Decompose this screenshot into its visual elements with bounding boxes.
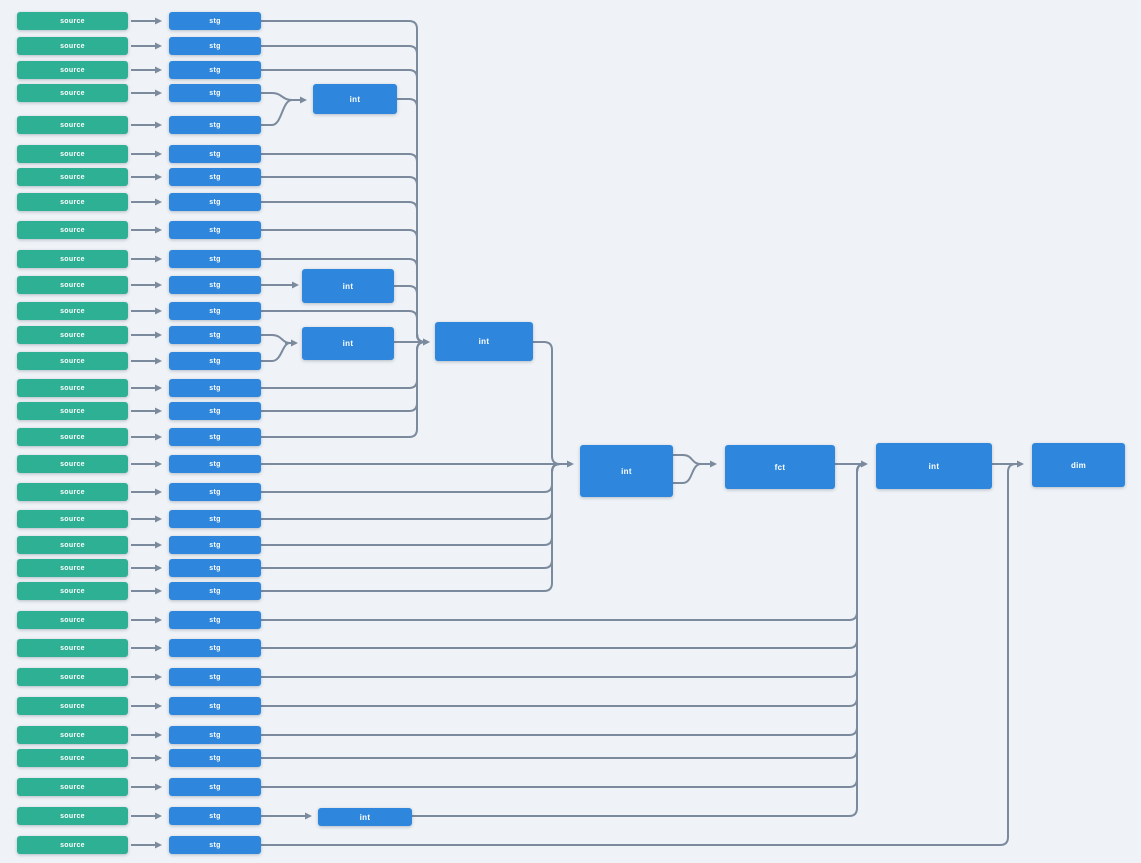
source-node-25[interactable]: source [17,639,128,657]
edge [261,99,293,126]
source-node-1[interactable]: source [17,12,128,30]
stg-node-23[interactable]: stg [169,582,261,600]
source-node-23[interactable]: source [17,582,128,600]
source-node-16[interactable]: source [17,402,128,420]
int-b-node[interactable]: int [302,269,394,303]
source-node-10[interactable]: source [17,250,128,268]
stg-node-14[interactable]: stg [169,352,261,370]
int-g-node[interactable]: int [318,808,412,826]
source-node-31[interactable]: source [17,807,128,825]
stg-node-10[interactable]: stg [169,250,261,268]
edge [397,98,426,343]
edge [261,92,293,101]
stg-node-12[interactable]: stg [169,302,261,320]
stg-node-9[interactable]: stg [169,221,261,239]
source-node-32[interactable]: source [17,836,128,854]
stg-node-1[interactable]: stg [169,12,261,30]
source-node-13[interactable]: source [17,326,128,344]
edge [261,463,561,493]
source-node-26[interactable]: source [17,668,128,686]
source-node-5[interactable]: source [17,116,128,134]
stg-node-4[interactable]: stg [169,84,261,102]
edge [261,334,291,344]
source-node-2[interactable]: source [17,37,128,55]
int-e-node[interactable]: int [580,445,673,497]
source-node-3[interactable]: source [17,61,128,79]
stg-node-11[interactable]: stg [169,276,261,294]
edge [261,463,866,736]
source-node-9[interactable]: source [17,221,128,239]
int-d-node[interactable]: int [435,322,533,361]
stg-node-7[interactable]: stg [169,168,261,186]
source-node-24[interactable]: source [17,611,128,629]
edge [261,463,866,788]
int-f-node[interactable]: int [876,443,992,489]
edge [261,342,291,362]
source-node-19[interactable]: source [17,483,128,501]
source-node-21[interactable]: source [17,536,128,554]
source-node-18[interactable]: source [17,455,128,473]
stg-node-26[interactable]: stg [169,668,261,686]
stg-node-32[interactable]: stg [169,836,261,854]
source-node-7[interactable]: source [17,168,128,186]
source-node-6[interactable]: source [17,145,128,163]
edge [261,153,426,343]
edge [673,463,702,484]
stg-node-2[interactable]: stg [169,37,261,55]
stg-node-8[interactable]: stg [169,193,261,211]
edge [673,454,702,465]
source-node-28[interactable]: source [17,726,128,744]
source-node-20[interactable]: source [17,510,128,528]
int-a-node[interactable]: int [313,84,397,114]
stg-node-22[interactable]: stg [169,559,261,577]
source-node-4[interactable]: source [17,84,128,102]
fct-node[interactable]: fct [725,445,835,489]
source-node-29[interactable]: source [17,749,128,767]
source-node-8[interactable]: source [17,193,128,211]
edge [261,463,561,592]
stg-node-19[interactable]: stg [169,483,261,501]
source-node-12[interactable]: source [17,302,128,320]
stg-node-17[interactable]: stg [169,428,261,446]
edge [261,463,561,546]
edge [533,341,561,465]
source-node-14[interactable]: source [17,352,128,370]
edge [394,285,426,343]
source-node-17[interactable]: source [17,428,128,446]
stg-node-20[interactable]: stg [169,510,261,528]
source-node-27[interactable]: source [17,697,128,715]
edge [261,463,866,707]
source-node-22[interactable]: source [17,559,128,577]
stg-node-31[interactable]: stg [169,807,261,825]
edge [261,463,866,678]
stg-node-21[interactable]: stg [169,536,261,554]
stg-node-27[interactable]: stg [169,697,261,715]
source-node-30[interactable]: source [17,778,128,796]
stg-node-6[interactable]: stg [169,145,261,163]
source-node-11[interactable]: source [17,276,128,294]
stg-node-5[interactable]: stg [169,116,261,134]
edge [261,463,561,569]
stg-node-25[interactable]: stg [169,639,261,657]
edge [261,463,866,759]
stg-node-15[interactable]: stg [169,379,261,397]
stg-node-30[interactable]: stg [169,778,261,796]
dim-node[interactable]: dim [1032,443,1125,487]
stg-node-18[interactable]: stg [169,455,261,473]
stg-node-28[interactable]: stg [169,726,261,744]
stg-node-29[interactable]: stg [169,749,261,767]
source-node-15[interactable]: source [17,379,128,397]
stg-node-16[interactable]: stg [169,402,261,420]
stg-node-3[interactable]: stg [169,61,261,79]
stg-node-13[interactable]: stg [169,326,261,344]
edge [412,463,866,817]
stg-node-24[interactable]: stg [169,611,261,629]
int-c-node[interactable]: int [302,327,394,360]
